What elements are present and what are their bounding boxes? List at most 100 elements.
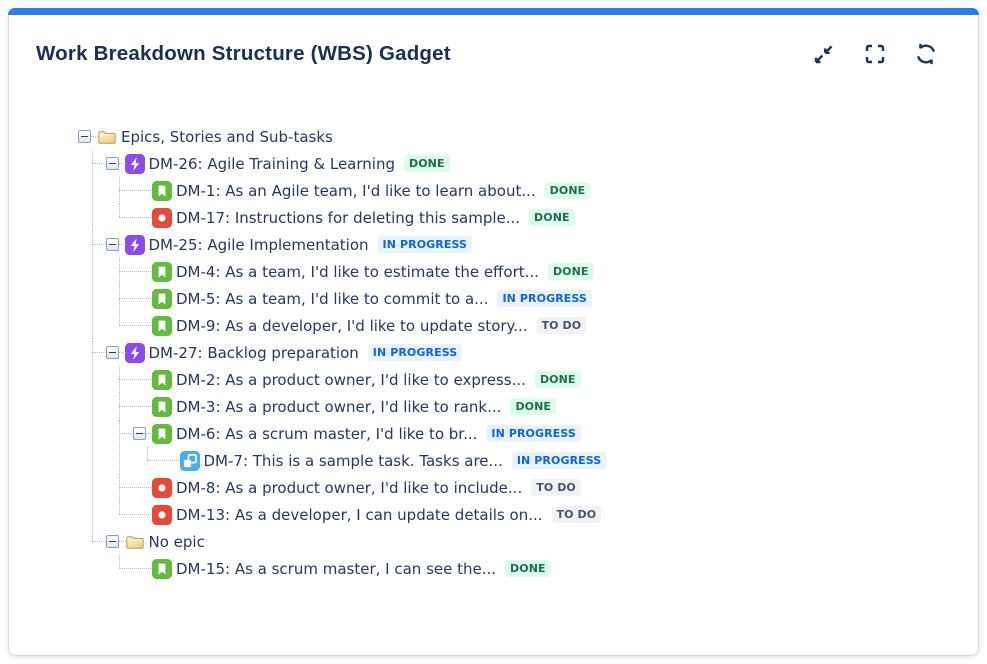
tree-connector — [133, 319, 146, 332]
story-icon — [152, 180, 172, 201]
tree-children: DM-7: This is a sample task. Tasks are..… — [140, 447, 963, 474]
folder-icon — [97, 127, 117, 147]
collapse-toggle-icon[interactable] — [105, 238, 126, 251]
status-badge: TO DO — [551, 505, 602, 524]
tree-connector — [133, 211, 146, 224]
collapse-toggle-icon[interactable] — [78, 130, 98, 143]
tree-connector — [133, 481, 146, 494]
epic-icon — [124, 153, 145, 174]
issue-label[interactable]: DM-26: Agile Training & Learning — [148, 154, 395, 173]
tree-connector — [133, 400, 146, 413]
story-icon — [152, 369, 172, 390]
tree-connector — [133, 265, 146, 278]
issue-label[interactable]: DM-7: This is a sample task. Tasks are..… — [203, 451, 503, 470]
tree-node: DM-8: As a product owner, I'd like to in… — [119, 474, 962, 501]
issue-label[interactable]: DM-3: As a product owner, I'd like to ra… — [176, 397, 502, 416]
collapse-toggle-icon[interactable] — [133, 427, 153, 440]
tree-row: DM-15: As a scrum master, I can see the.… — [133, 555, 962, 582]
tree-connector — [133, 373, 146, 386]
tree-node: DM-7: This is a sample task. Tasks are..… — [146, 447, 963, 474]
tree-node: DM-2: As a product owner, I'd like to ex… — [119, 366, 962, 393]
tree-row: No epic — [105, 528, 963, 555]
issue-label[interactable]: DM-1: As an Agile team, I'd like to lear… — [176, 181, 536, 200]
tree-row: DM-6: As a scrum master, I'd like to br.… — [133, 420, 962, 447]
status-badge: IN PROGRESS — [367, 343, 463, 362]
card-header: Work Breakdown Structure (WBS) Gadget — [9, 9, 978, 66]
collapse-toggle-icon[interactable] — [105, 535, 126, 548]
status-badge: TO DO — [531, 478, 581, 497]
subtask-icon — [179, 450, 200, 471]
tree-row: DM-9: As a developer, I'd like to update… — [133, 312, 962, 339]
tree-row: DM-4: As a team, I'd like to estimate th… — [133, 258, 962, 285]
card-accent-bar — [8, 8, 979, 15]
status-badge: DONE — [510, 397, 557, 416]
issue-label[interactable]: DM-13: As a developer, I can update deta… — [176, 505, 543, 524]
tree-row: DM-2: As a product owner, I'd like to ex… — [133, 366, 962, 393]
tree-connector — [133, 292, 146, 305]
tree-connector — [133, 508, 146, 521]
bug-icon — [152, 207, 172, 228]
status-badge: DONE — [529, 208, 575, 227]
group-label: No epic — [148, 532, 205, 551]
tree-children: DM-15: As a scrum master, I can see the.… — [112, 555, 962, 582]
story-icon — [152, 396, 172, 417]
issue-label[interactable]: DM-6: As a scrum master, I'd like to br.… — [176, 424, 478, 443]
tree-connector — [133, 184, 146, 197]
epic-icon — [124, 234, 145, 255]
issue-label[interactable]: DM-2: As a product owner, I'd like to ex… — [176, 370, 526, 389]
issue-label[interactable]: DM-27: Backlog preparation — [148, 343, 359, 362]
tree-node: DM-5: As a team, I'd like to commit to a… — [119, 285, 962, 312]
tree-row: DM-5: As a team, I'd like to commit to a… — [133, 285, 962, 312]
tree-node: DM-13: As a developer, I can update deta… — [119, 501, 962, 528]
issue-label[interactable]: DM-8: As a product owner, I'd like to in… — [176, 478, 523, 497]
tree-row: DM-3: As a product owner, I'd like to ra… — [133, 393, 962, 420]
minimize-icon[interactable] — [812, 42, 836, 66]
tree-node: DM-3: As a product owner, I'd like to ra… — [119, 393, 962, 420]
tree-row: DM-27: Backlog preparation IN PROGRESS — [105, 339, 963, 366]
status-badge: DONE — [534, 370, 581, 389]
group-label: Epics, Stories and Sub-tasks — [121, 127, 333, 146]
bug-icon — [152, 504, 172, 525]
status-badge: DONE — [505, 559, 551, 578]
status-badge: DONE — [403, 154, 450, 173]
status-badge: DONE — [544, 181, 591, 200]
story-icon — [152, 423, 172, 444]
tree-node: DM-6: As a scrum master, I'd like to br.… — [119, 420, 963, 474]
tree-connector — [133, 562, 146, 575]
bug-icon — [152, 477, 172, 498]
tree-node: DM-4: As a team, I'd like to estimate th… — [119, 258, 962, 285]
fullscreen-icon[interactable] — [863, 42, 887, 66]
issue-label[interactable]: DM-25: Agile Implementation — [148, 235, 369, 254]
issue-label[interactable]: DM-4: As a team, I'd like to estimate th… — [176, 262, 539, 281]
collapse-toggle-icon[interactable] — [105, 346, 126, 359]
issue-label[interactable]: DM-9: As a developer, I'd like to update… — [176, 316, 528, 335]
tree-children: DM-2: As a product owner, I'd like to ex… — [112, 366, 962, 528]
collapse-toggle-icon[interactable] — [105, 157, 126, 170]
issue-label[interactable]: DM-5: As a team, I'd like to commit to a… — [176, 289, 489, 308]
status-badge: IN PROGRESS — [486, 424, 581, 443]
status-badge: IN PROGRESS — [511, 451, 607, 470]
tree-node: DM-1: As an Agile team, I'd like to lear… — [119, 177, 962, 204]
tree-row: Epics, Stories and Sub-tasks — [78, 123, 962, 150]
tree-node: DM-9: As a developer, I'd like to update… — [119, 312, 962, 339]
refresh-icon[interactable] — [914, 42, 938, 66]
tree-node: DM-15: As a scrum master, I can see the.… — [119, 555, 962, 582]
epic-icon — [124, 342, 145, 363]
tree-row: DM-17: Instructions for deleting this sa… — [133, 204, 962, 231]
status-badge: DONE — [547, 262, 594, 281]
tree-row: DM-26: Agile Training & Learning DONE — [105, 150, 963, 177]
issue-label[interactable]: DM-17: Instructions for deleting this sa… — [176, 208, 521, 227]
tree-row: DM-13: As a developer, I can update deta… — [133, 501, 962, 528]
tree-children: DM-1: As an Agile team, I'd like to lear… — [112, 177, 962, 231]
issue-label[interactable]: DM-15: As a scrum master, I can see the.… — [176, 559, 497, 578]
tree-children: DM-4: As a team, I'd like to estimate th… — [112, 258, 962, 339]
